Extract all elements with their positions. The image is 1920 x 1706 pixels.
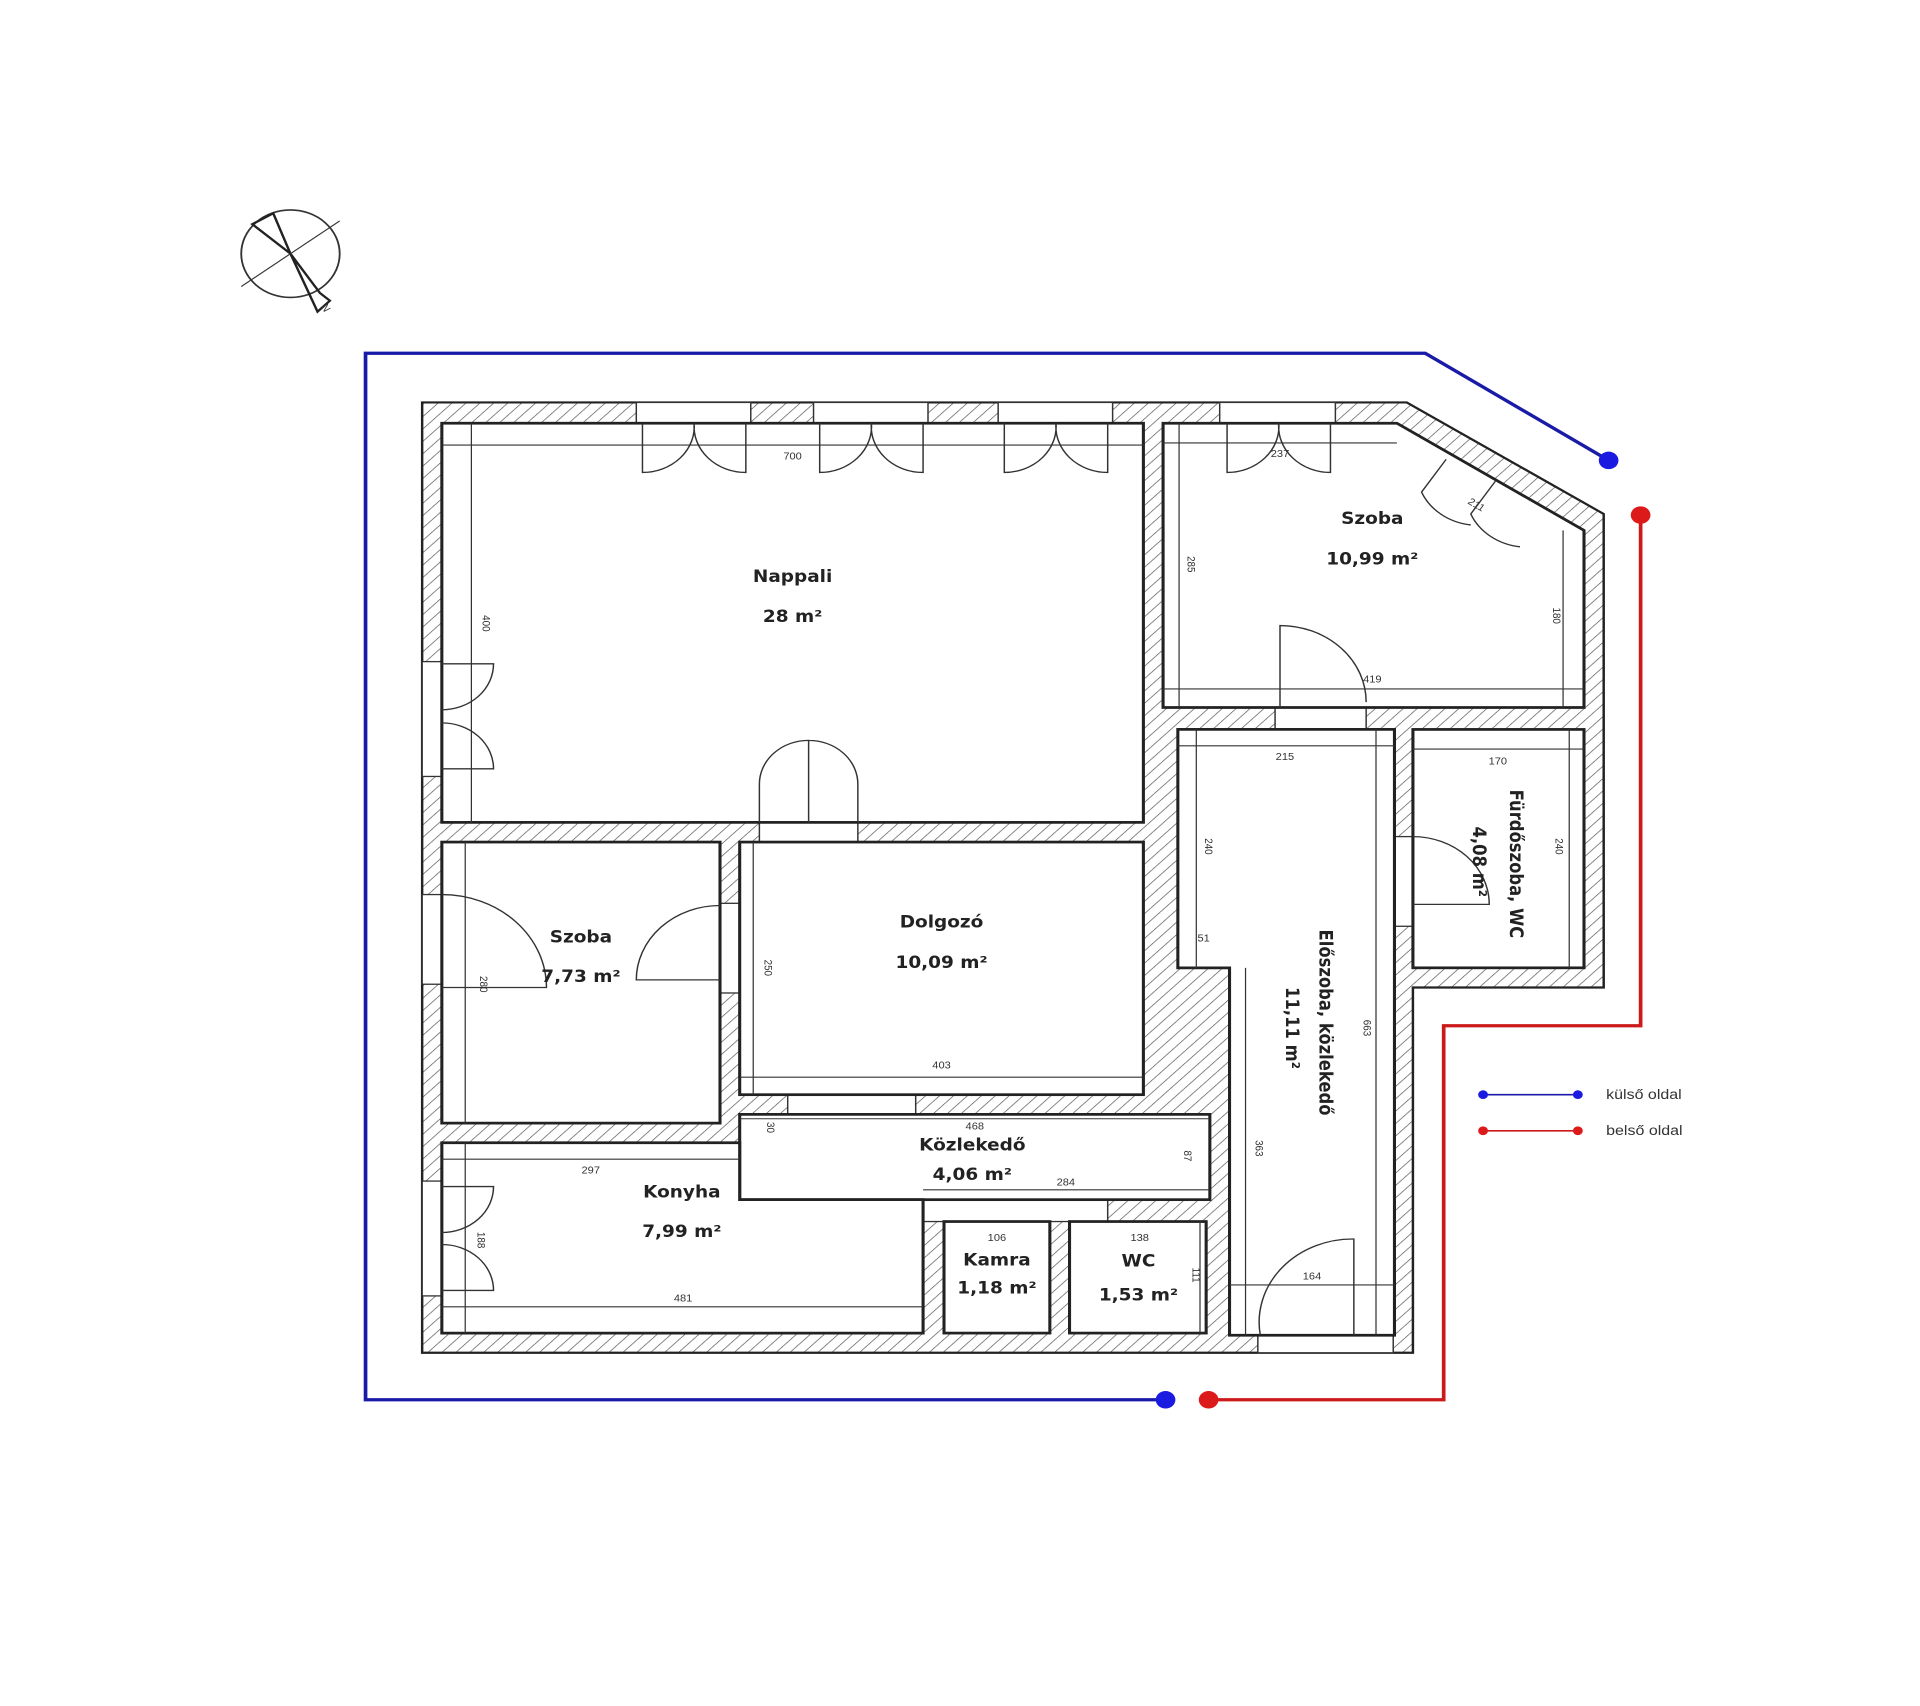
- legend-outer-label: külső oldal: [1606, 1087, 1682, 1103]
- dim-label: 170: [1489, 757, 1508, 767]
- dim-label: 468: [966, 1122, 985, 1132]
- compass-label: N: [318, 303, 332, 314]
- dim-label: 297: [582, 1166, 601, 1176]
- dim-label: 30: [764, 1122, 776, 1133]
- room-name: Nappali: [753, 568, 832, 587]
- room-kamra: [942, 1220, 1052, 1335]
- dim-label: 237: [1271, 450, 1290, 460]
- room-area: 11,11 m²: [1281, 987, 1302, 1069]
- room-szoba-ne: [1161, 421, 1586, 709]
- room-name: Előszoba, közlekedő: [1314, 930, 1335, 1116]
- room-name: Kamra: [963, 1251, 1031, 1270]
- room-wc: [1068, 1220, 1208, 1335]
- legend: külső oldal belső oldal: [1478, 1087, 1683, 1139]
- dim-label: 51: [1198, 934, 1210, 944]
- room-szoba-w: [440, 840, 722, 1125]
- room-area: 7,73 m²: [541, 968, 620, 987]
- legend-inner-label: belső oldal: [1606, 1123, 1682, 1139]
- room-name: Közlekedő: [919, 1136, 1025, 1155]
- dim-label: 188: [474, 1232, 486, 1249]
- room-furdo: [1411, 728, 1586, 970]
- dim-label: 419: [1363, 675, 1382, 685]
- north-arrow-icon: N: [240, 209, 341, 314]
- room-name: Fürdőszoba, WC: [1505, 790, 1526, 939]
- dim-label: 180: [1550, 607, 1562, 624]
- room-area: 1,53 m²: [1099, 1286, 1178, 1305]
- outer-side-endpoint: [1155, 1391, 1176, 1409]
- dim-label: 403: [932, 1061, 951, 1071]
- room-name: Dolgozó: [900, 913, 984, 932]
- dim-label: 700: [783, 452, 802, 462]
- room-area: 4,06 m²: [933, 1166, 1012, 1185]
- dim-label: 363: [1252, 1140, 1264, 1157]
- dim-label: 280: [477, 976, 489, 993]
- room-dolgozo: [738, 840, 1145, 1097]
- room-name: Szoba: [1341, 510, 1403, 529]
- outer-side-endpoint: [1598, 451, 1619, 470]
- room-area: 10,99 m²: [1326, 550, 1418, 569]
- room-area: 7,99 m²: [642, 1223, 721, 1242]
- dim-label: 663: [1361, 1020, 1373, 1037]
- room-area: 4,08 m²: [1468, 827, 1489, 897]
- room-area: 28 m²: [763, 608, 822, 627]
- dim-label: 87: [1181, 1150, 1193, 1161]
- dim-label: 111: [1189, 1268, 1201, 1283]
- dim-label: 215: [1276, 753, 1295, 763]
- dim-label: 106: [988, 1234, 1007, 1244]
- dimension-lines: [441, 423, 1584, 1336]
- dim-label: 284: [1057, 1178, 1076, 1188]
- inner-side-endpoint: [1198, 1391, 1219, 1409]
- room-konyha: [440, 1141, 925, 1335]
- room-name: Szoba: [550, 929, 612, 948]
- room-nappali: [440, 421, 1145, 824]
- room-name: Konyha: [643, 1183, 720, 1202]
- dim-label: 250: [761, 960, 773, 977]
- dim-label: 240: [1553, 838, 1565, 855]
- outer-side-line: [363, 351, 1610, 1402]
- dim-label: 138: [1130, 1234, 1149, 1244]
- dim-label: 164: [1303, 1272, 1322, 1282]
- room-kozlekedo: [738, 1113, 1212, 1202]
- inner-side-endpoint: [1630, 506, 1651, 524]
- room-eloszoba: [1176, 728, 1396, 1337]
- dim-label: 285: [1185, 556, 1197, 573]
- dim-label: 481: [674, 1294, 693, 1304]
- room-area: 1,18 m²: [957, 1280, 1036, 1299]
- inner-side-line: [1208, 515, 1643, 1402]
- room-name: WC: [1122, 1252, 1156, 1271]
- windows: [421, 401, 1414, 1354]
- dim-label: 400: [479, 615, 491, 632]
- dim-label: 240: [1202, 838, 1214, 855]
- room-area: 10,09 m²: [895, 954, 987, 973]
